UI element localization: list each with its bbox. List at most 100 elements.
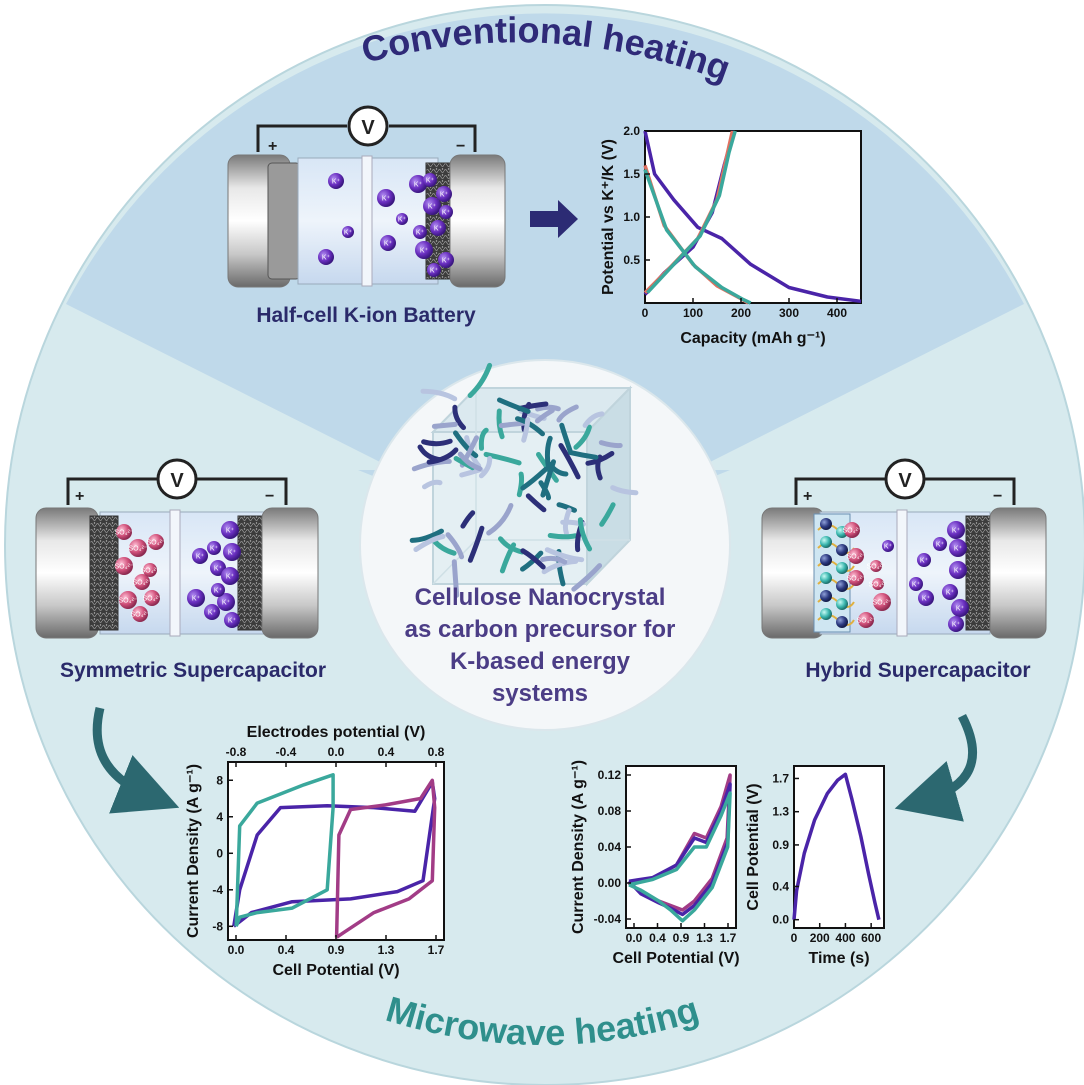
- ion: K⁺: [211, 583, 225, 597]
- ion: K⁺: [413, 225, 427, 239]
- chart3-xlabel: Cell Potential (V): [612, 950, 739, 967]
- separator: [896, 509, 908, 637]
- fiber: [497, 397, 531, 414]
- potassium-disc: [267, 162, 301, 280]
- voltmeter-label: V: [170, 470, 184, 492]
- fiber: [534, 408, 555, 424]
- cellulose-nanocrystal-cube: [409, 362, 639, 598]
- separator: [361, 155, 373, 287]
- y-tick-label: 0.9: [772, 838, 789, 852]
- half-cell-label: Half-cell K-ion Battery: [256, 304, 476, 327]
- ion: K⁺: [947, 521, 965, 539]
- ion: SO₄²⁻: [867, 560, 886, 572]
- ion-label: SO₄²⁻: [115, 564, 134, 571]
- ion: K⁺: [948, 616, 964, 632]
- y-tick-label: 4: [216, 810, 223, 824]
- ion-label: SO₄²⁻: [143, 596, 162, 603]
- center-caption: Cellulose Nanocrystal as carbon precurso…: [405, 584, 676, 707]
- ion: SO₄²⁻: [119, 591, 138, 609]
- x-tick-label: 1.3: [696, 931, 713, 945]
- center-line-4: systems: [492, 680, 588, 707]
- right-carbon-electrode: [237, 515, 267, 631]
- ion: SO₄²⁻: [129, 539, 148, 557]
- fiber: [483, 451, 522, 466]
- ion-label: K⁺: [214, 588, 223, 595]
- fiber: [467, 362, 493, 398]
- chart4-series: [792, 772, 881, 921]
- voltmeter: V: [347, 105, 389, 147]
- x-tick-label: 300: [779, 306, 799, 320]
- ion: [836, 598, 848, 610]
- top-tick-label: -0.8: [226, 745, 247, 759]
- ion-label: K⁺: [440, 192, 449, 199]
- ion-label: K⁺: [426, 178, 435, 185]
- ion-label: K⁺: [228, 550, 237, 557]
- fiber: [558, 443, 581, 480]
- chart2-series: [232, 773, 437, 939]
- ion: K⁺: [221, 567, 239, 585]
- top-tick-label: 0.8: [428, 745, 445, 759]
- ion: SO₄²⁻: [857, 612, 876, 628]
- ion-label: K⁺: [430, 268, 439, 275]
- ion: SO₄²⁻: [133, 574, 152, 590]
- ion-label: K⁺: [416, 230, 425, 237]
- ion-label: SO₄²⁻: [119, 598, 138, 605]
- x-tick-label: 0.9: [673, 931, 690, 945]
- plus-terminal: +: [803, 488, 812, 505]
- ion: K⁺: [423, 197, 441, 215]
- ion: [836, 562, 848, 574]
- x-tick-label: 1.7: [428, 943, 445, 957]
- ion-label: SO₄²⁻: [147, 540, 166, 547]
- fiber: [571, 563, 603, 592]
- ion-label: K⁺: [954, 568, 963, 575]
- ion: SO₄²⁻: [147, 534, 166, 550]
- ion: K⁺: [192, 548, 208, 564]
- ion: K⁺: [438, 252, 454, 268]
- fiber: [556, 502, 577, 513]
- fiber: [573, 424, 592, 450]
- right-cap: [449, 154, 506, 288]
- ion-label: K⁺: [228, 618, 237, 625]
- chart4-frame: [793, 765, 885, 929]
- fiber: [460, 510, 476, 529]
- ion-label: K⁺: [196, 554, 205, 561]
- chart3-series: [627, 773, 732, 923]
- ion-label: SO₄²⁻: [133, 580, 152, 587]
- center-line-2: as carbon precursor for: [405, 616, 676, 643]
- y-tick-label: -0.04: [594, 912, 622, 926]
- carbon-anode: [965, 515, 995, 631]
- right-arrow: [530, 200, 578, 238]
- minus-terminal: −: [456, 138, 465, 155]
- ion-label: SO₄²⁻: [867, 564, 886, 571]
- ion: K⁺: [439, 205, 453, 219]
- ion: K⁺: [430, 220, 446, 236]
- ion-label: K⁺: [946, 590, 955, 597]
- fiber: [535, 404, 561, 412]
- ion: K⁺: [933, 537, 947, 551]
- x-tick-label: 200: [731, 306, 751, 320]
- ion: K⁺: [207, 541, 221, 555]
- ion: SO₄²⁻: [847, 570, 866, 586]
- fiber: [599, 502, 616, 527]
- chart1-frame: [644, 130, 862, 304]
- y-tick-label: 0: [216, 846, 223, 860]
- fiber: [421, 438, 453, 447]
- ion: [820, 590, 832, 602]
- separator: [169, 509, 181, 637]
- ion-label: SO₄²⁻: [843, 528, 862, 535]
- ion-label: K⁺: [442, 258, 451, 265]
- ion: SO₄²⁻: [843, 522, 862, 538]
- x-tick-label: 400: [827, 306, 847, 320]
- ion-label: K⁺: [210, 546, 219, 553]
- y-tick-label: 0.5: [623, 253, 640, 267]
- ion: K⁺: [342, 226, 354, 238]
- chart1-series: [643, 130, 862, 305]
- voltmeter-label: V: [898, 470, 912, 492]
- chart2-ylabel: Current Density (A g⁻¹): [185, 764, 202, 938]
- center-line-1: Cellulose Nanocrystal: [415, 584, 666, 611]
